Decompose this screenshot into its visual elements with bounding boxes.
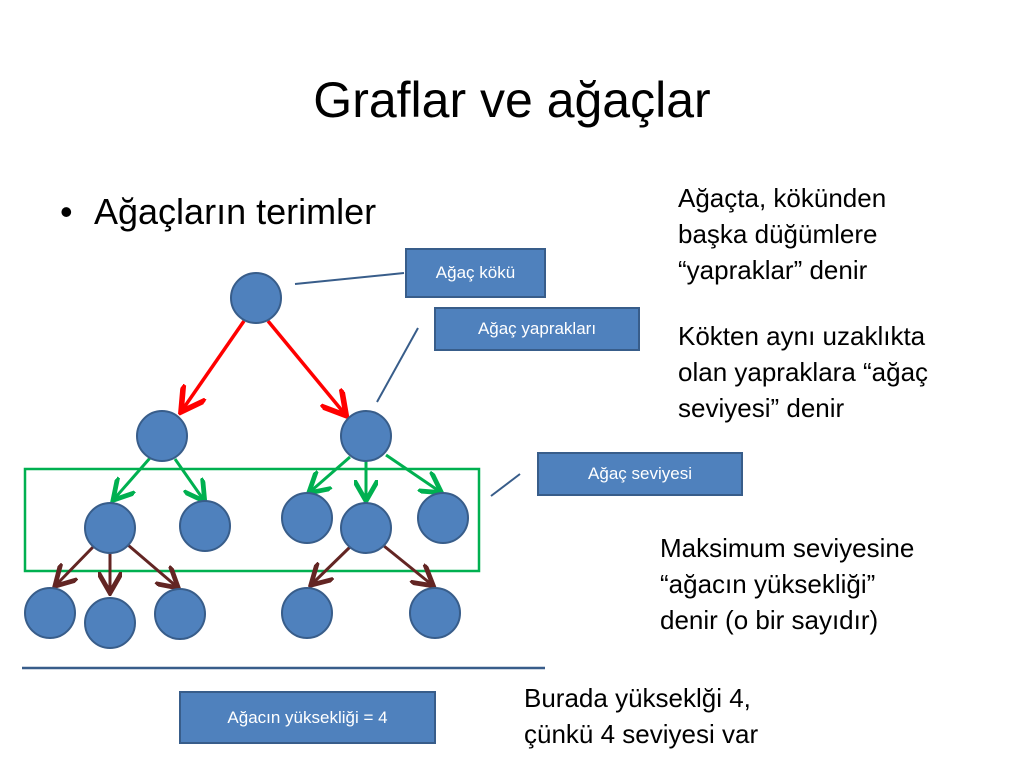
edge-root-left bbox=[183, 320, 246, 409]
tree-node-l2-b bbox=[179, 500, 231, 552]
edge-l1a-l2b bbox=[173, 458, 203, 499]
height-note: Maksimum seviyesine “ağacın yüksekliği” … bbox=[660, 533, 915, 635]
tree-node-l3-a bbox=[24, 587, 76, 639]
leaves-note: Ağaçta, kökünden başka düğümlere “yaprak… bbox=[678, 183, 887, 285]
tree-node-l2-c bbox=[281, 492, 333, 544]
bullet-dot: • bbox=[60, 191, 73, 232]
level-note: Kökten aynı uzaklıkta olan yapraklara “a… bbox=[678, 321, 929, 423]
tree-node-l3-c bbox=[154, 588, 206, 640]
tree-node-root bbox=[230, 272, 282, 324]
slide-title: Graflar ve ağaçlar bbox=[313, 72, 711, 128]
tree-node-l1-right bbox=[340, 410, 392, 462]
label-height: Ağacın yüksekliği = 4 bbox=[179, 691, 436, 744]
label-root: Ağaç kökü bbox=[405, 248, 546, 298]
label-level: Ağaç seviyesi bbox=[537, 452, 743, 496]
edge-root-right bbox=[266, 319, 344, 413]
tree-node-l3-e bbox=[409, 587, 461, 639]
tree-node-l1-left bbox=[136, 410, 188, 462]
leaves-connector bbox=[376, 327, 419, 403]
tree-node-l2-a bbox=[84, 502, 136, 554]
tree-node-l2-e bbox=[417, 492, 469, 544]
edge-l2a-l3c bbox=[127, 543, 176, 586]
example-note: Burada yükseklği 4, çünkü 4 seviyesi var bbox=[524, 683, 759, 749]
bullet-text: Ağaçların terimler bbox=[94, 191, 377, 232]
edge-l1a-l2a bbox=[115, 457, 152, 498]
bullet-item: • Ağaçların terimler bbox=[60, 190, 376, 234]
edge-l1b-l2e bbox=[385, 453, 439, 491]
edge-l2a-l3a bbox=[57, 544, 96, 584]
edge-l1b-l2c bbox=[311, 455, 351, 491]
label-leaves: Ağaç yaprakları bbox=[434, 307, 640, 351]
root-connector bbox=[294, 272, 405, 285]
level-connector bbox=[490, 473, 521, 497]
tree-node-l3-b bbox=[84, 597, 136, 649]
level-frame bbox=[23, 467, 481, 573]
edge-l2d-l3d bbox=[313, 545, 352, 583]
tree-node-l3-d bbox=[281, 587, 333, 639]
edge-l2d-l3e bbox=[383, 544, 431, 584]
tree-node-l2-d bbox=[340, 502, 392, 554]
